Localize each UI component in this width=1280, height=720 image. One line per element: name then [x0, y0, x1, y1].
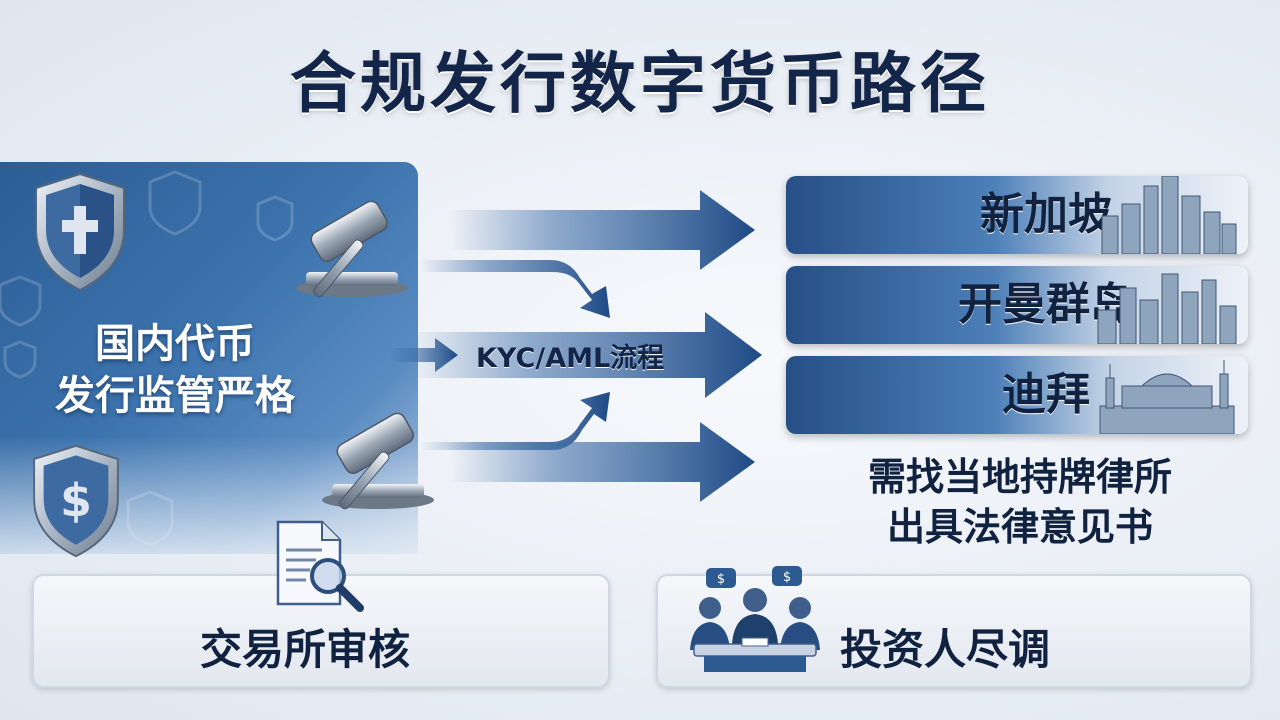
exchange-review-label: 交易所审核 — [200, 625, 411, 674]
svg-text:$: $ — [783, 570, 791, 585]
gavel-icon-2 — [322, 412, 434, 510]
kyc-aml-label: KYC/AML流程 — [476, 343, 665, 374]
domestic-line-1: 国内代币 — [95, 321, 255, 367]
destination-label: 新加坡 — [980, 189, 1112, 240]
arrow-icon-4 — [390, 338, 458, 372]
domestic-line-2: 发行监管严格 — [55, 373, 295, 419]
city-skyline-icon — [1101, 176, 1237, 254]
arrow-icon-1 — [450, 190, 755, 270]
city-skyline-icon — [1099, 360, 1235, 434]
destination-label: 迪拜 — [1002, 369, 1090, 420]
destination-card-cayman: 开曼群岛 — [786, 266, 1248, 344]
page-title: 合规发行数字货币路径 — [290, 45, 990, 122]
arrow-icon-3 — [410, 312, 762, 398]
legal-opinion-note: 需找当地持牌律所 出具法律意见书 — [800, 452, 1240, 552]
arrow-icon-6 — [450, 422, 755, 502]
meeting-icon: $ $ — [690, 566, 820, 672]
flow-arrows — [390, 190, 762, 502]
domestic-regulation-text: 国内代币 发行监管严格 — [10, 318, 340, 422]
svg-text:$: $ — [717, 572, 725, 587]
arrow-icon-5 — [420, 392, 610, 450]
investor-dd-label: 投资人尽调 — [840, 625, 1051, 674]
svg-text:$: $ — [60, 474, 92, 527]
shield-icon — [35, 172, 125, 292]
destination-card-dubai: 迪拜 — [786, 356, 1248, 434]
legal-note-line-1: 需找当地持牌律所 — [867, 455, 1172, 499]
destination-card-singapore: 新加坡 — [786, 176, 1248, 254]
arrow-icon-2 — [420, 260, 610, 318]
legal-note-line-2: 出具法律意见书 — [886, 505, 1153, 549]
document-search-icon — [276, 520, 364, 612]
shield-dollar-icon: $ — [33, 444, 119, 558]
city-skyline-icon — [1097, 273, 1237, 344]
gavel-icon — [296, 200, 408, 298]
